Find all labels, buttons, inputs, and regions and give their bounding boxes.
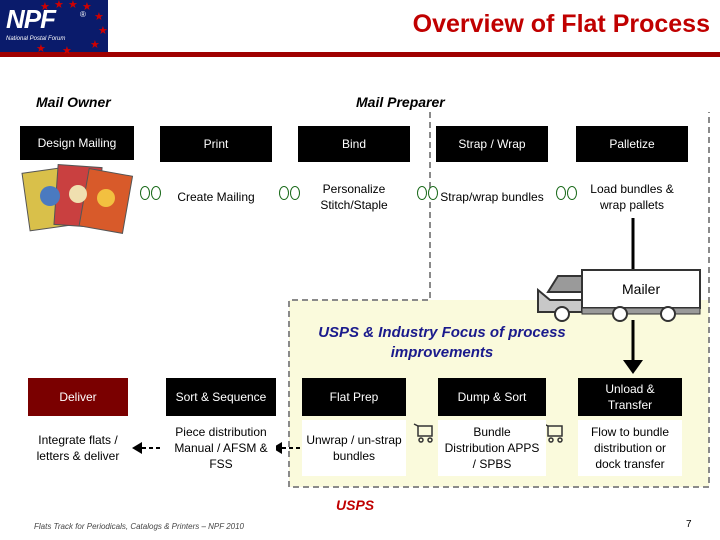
sort-sequence-box: Sort & Sequence [166, 378, 276, 416]
page-number: 7 [686, 519, 692, 530]
unwrap-bundles-box: Unwrap / un-strap bundles [302, 420, 406, 476]
connector-ring-icon [556, 186, 566, 200]
header-rule [0, 52, 720, 57]
design-mailing-box: Design Mailing [20, 126, 134, 160]
create-mailing-box: Create Mailing [160, 176, 272, 218]
bundle-distribution-box: Bundle Distribution APPS / SPBS [438, 420, 546, 476]
usps-label: USPS [336, 497, 375, 513]
header [0, 0, 720, 58]
dump-sort-box: Dump & Sort [438, 378, 546, 416]
bind-box: Bind [298, 126, 410, 162]
arrowhead-sort-to-deliver [132, 442, 142, 454]
mail-owner-label: Mail Owner [36, 94, 111, 110]
connector-ring-icon [567, 186, 577, 200]
load-bundles-box: Load bundles & wrap pallets [576, 176, 688, 218]
star-icon: ★ [40, 1, 50, 13]
connector-ring-icon [417, 186, 427, 200]
star-icon: ★ [98, 25, 108, 37]
usps-focus-caption: USPS & Industry Focus of process improve… [318, 324, 566, 361]
footer-note: Flats Track for Periodicals, Catalogs & … [34, 522, 245, 531]
unload-transfer-box: Unload & Transfer [578, 378, 682, 416]
logo-text: NPF [6, 4, 56, 34]
star-icon: ★ [94, 11, 104, 23]
connector-ring-icon [290, 186, 300, 200]
magazine-stack-image [21, 164, 134, 234]
page-title: Overview of Flat Process [412, 10, 710, 38]
star-icon: ★ [54, 0, 64, 11]
personalize-stitch-box: Personalize Stitch/Staple [298, 176, 410, 218]
connector-ring-icon [428, 186, 438, 200]
logo-subtitle: National Postal Forum [6, 36, 66, 42]
logo-registered-mark: ® [80, 10, 86, 19]
flow-bundle-distribution-box: Flow to bundle distribution or dock tran… [578, 420, 682, 476]
connector-ring-icon [151, 186, 161, 200]
flat-prep-box: Flat Prep [302, 378, 406, 416]
connector-ring-icon [279, 186, 289, 200]
mailer-label: Mailer [622, 281, 661, 297]
print-box: Print [160, 126, 272, 162]
palletize-box: Palletize [576, 126, 688, 162]
star-icon: ★ [62, 45, 72, 57]
strap-wrap-box: Strap / Wrap [436, 126, 548, 162]
star-icon: ★ [82, 1, 92, 13]
star-icon: ★ [68, 0, 78, 11]
star-icon: ★ [90, 39, 100, 51]
mail-preparer-label: Mail Preparer [356, 94, 445, 110]
npf-logo: NPF ® National Postal Forum [0, 0, 108, 52]
integrate-deliver-box: Integrate flats / letters & deliver [28, 420, 128, 476]
strap-wrap-bundles-box: Strap/wrap bundles [436, 176, 548, 218]
deliver-box: Deliver [28, 378, 128, 416]
connector-ring-icon [140, 186, 150, 200]
star-icon: ★ [36, 43, 46, 55]
piece-distribution-box: Piece distribution Manual / AFSM & FSS [166, 416, 276, 480]
